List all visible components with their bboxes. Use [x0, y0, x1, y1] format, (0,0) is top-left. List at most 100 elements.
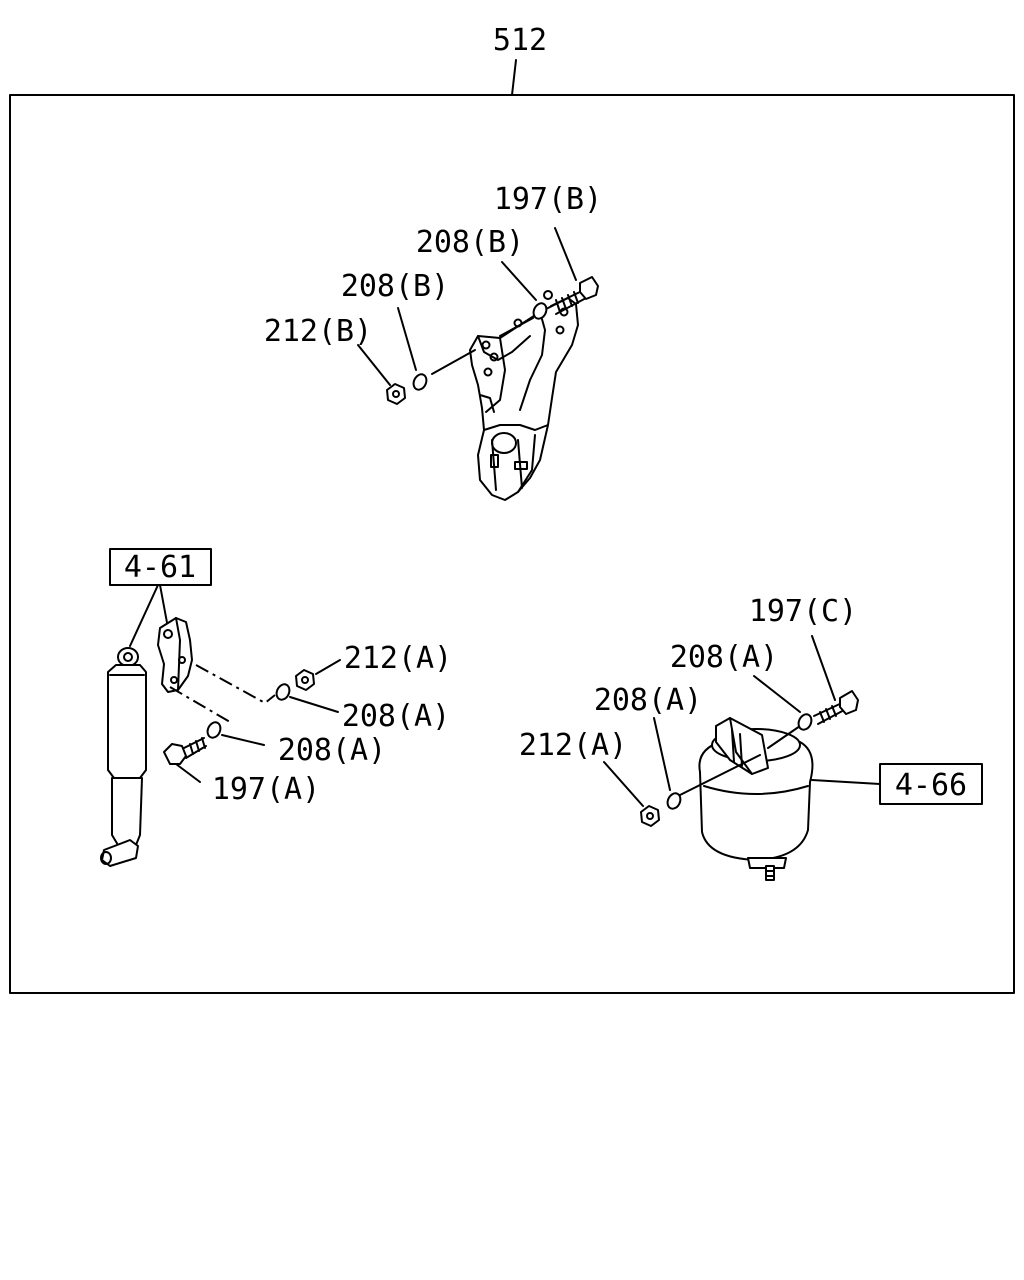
shock-bottom-eye-hole	[100, 851, 112, 865]
washer-208-a-left-upper: 208(A)	[275, 683, 450, 734]
nut-212-a-right: 212(A)	[519, 728, 660, 827]
bolt-197-a: 197(A)	[163, 737, 320, 807]
leader-line	[221, 734, 265, 746]
leader-line	[811, 635, 836, 701]
air-spring-mount-plate	[715, 717, 769, 775]
mount-hole	[170, 676, 178, 684]
leader-line	[554, 227, 577, 281]
bolt-thread	[819, 705, 837, 723]
bolt-197-b: 197(B)	[494, 182, 602, 315]
washer	[206, 721, 222, 739]
bracket-edge	[517, 439, 523, 489]
group-label: 512	[493, 23, 547, 58]
mount-hole	[163, 629, 173, 639]
label-212-a-left: 212(A)	[344, 641, 452, 676]
leader-line	[129, 584, 159, 647]
bracket-slot	[514, 461, 528, 470]
bolt-head	[163, 743, 187, 765]
washer	[275, 683, 291, 701]
assembly-line	[431, 349, 476, 375]
shock-top-eye-hole	[123, 652, 133, 662]
assembly-line	[767, 725, 801, 749]
washer-208-a-right-upper: 208(A)	[670, 640, 813, 731]
nut	[640, 805, 660, 827]
nut-hole	[392, 390, 400, 398]
washer-208-b-lower: 208(B)	[341, 269, 476, 391]
bracket-bore	[491, 432, 517, 454]
bracket-edge	[483, 424, 549, 431]
leader-line	[357, 344, 391, 386]
label-208-b-upper: 208(B)	[416, 225, 524, 260]
washer	[666, 792, 682, 810]
bracket-slot	[490, 454, 499, 468]
label-208-a-left-upper: 208(A)	[342, 699, 450, 734]
label-197-a: 197(A)	[212, 772, 320, 807]
bracket-hole	[483, 367, 493, 377]
nut	[295, 669, 315, 691]
washer	[532, 302, 548, 320]
shock-mount-bracket	[157, 617, 193, 693]
diagram-frame	[9, 94, 1015, 994]
label-197-c: 197(C)	[749, 594, 857, 629]
bolt-head	[579, 276, 599, 300]
label-212-a-right: 212(A)	[519, 728, 627, 763]
label-212-b: 212(B)	[264, 314, 372, 349]
assembly-line	[195, 664, 276, 705]
leader-line	[753, 675, 801, 713]
leader-line	[159, 584, 169, 629]
nut-212-a-left: 212(A)	[295, 641, 452, 691]
nut	[386, 383, 406, 405]
washer	[797, 713, 813, 731]
leader-line	[653, 717, 671, 791]
bracket-edge	[519, 311, 546, 411]
bracket-hole	[555, 325, 565, 335]
nut-hole	[301, 676, 309, 684]
shock-absorber-assembly: 4-61	[100, 548, 276, 867]
air-spring-fold	[703, 785, 809, 795]
bracket-hole	[481, 340, 491, 350]
label-208-a-left-lower: 208(A)	[278, 733, 386, 768]
bracket-hole	[543, 290, 553, 300]
air-spring-assembly: 4-66	[679, 717, 983, 881]
stud	[731, 729, 743, 767]
bolt-shank	[183, 737, 207, 759]
ref-4-61: 4-61	[124, 550, 196, 585]
shock-top-eye	[117, 647, 139, 667]
bracket-assembly	[469, 290, 579, 501]
leader-line	[811, 779, 881, 785]
air-spring-piston	[747, 857, 787, 869]
leader-line	[315, 659, 341, 675]
assembly-line	[499, 317, 534, 337]
washer-208-a-right-lower: 208(A)	[594, 683, 702, 810]
bracket-edge	[479, 394, 495, 413]
bolt-197-c: 197(C)	[749, 594, 859, 725]
leader-line	[175, 763, 201, 783]
washer	[412, 373, 428, 391]
group-leader-line	[511, 59, 517, 96]
bolt-head	[839, 690, 859, 715]
bracket-hole	[489, 352, 499, 362]
stud-thread	[765, 870, 775, 877]
mount-edge	[175, 617, 181, 691]
bolt-thread	[189, 737, 206, 755]
washer-208-b-upper: 208(B)	[416, 225, 548, 337]
shock-lower-body	[111, 777, 143, 846]
nut-212-b: 212(B)	[264, 314, 406, 405]
label-197-b: 197(B)	[494, 182, 602, 217]
label-208-a-right-lower: 208(A)	[594, 683, 702, 718]
nut-hole	[646, 812, 654, 820]
assembly-line	[169, 686, 231, 723]
assembly-line	[679, 754, 761, 796]
leader-line	[397, 307, 417, 371]
leader-line	[603, 761, 644, 807]
shock-upper-body	[107, 664, 147, 779]
air-spring-bottom-stud	[765, 865, 775, 881]
label-208-a-right-upper: 208(A)	[670, 640, 778, 675]
bolt-thread	[555, 291, 579, 313]
ref-4-66: 4-66	[895, 768, 967, 803]
washer-208-a-left-lower: 208(A)	[206, 721, 386, 768]
leader-line	[289, 696, 339, 713]
label-208-b-lower: 208(B)	[341, 269, 449, 304]
leader-line	[501, 261, 537, 301]
